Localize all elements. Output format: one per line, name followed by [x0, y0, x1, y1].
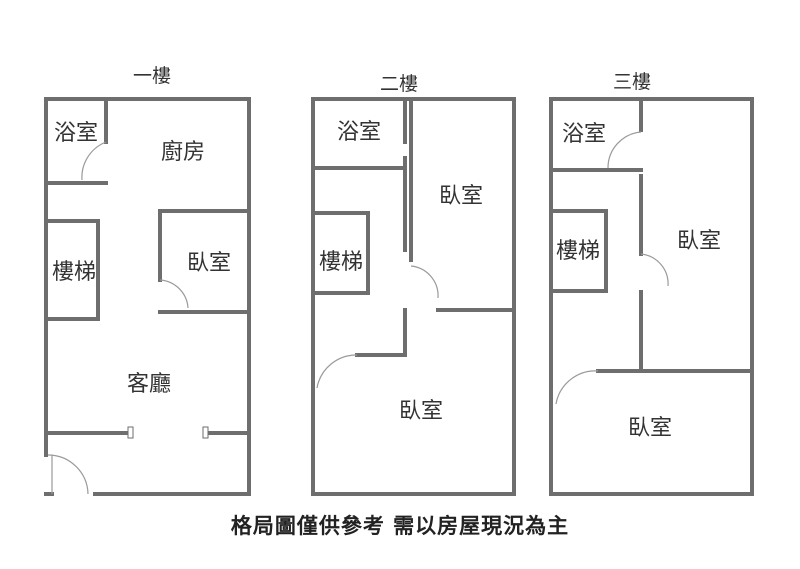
floor-1-outer-wall: [44, 97, 251, 496]
floor-1-kitchen-label: 廚房: [161, 140, 205, 165]
floor-1-bath-label: 浴室: [54, 121, 98, 146]
floor-2-stairs-box: [311, 211, 370, 295]
floor-3-stairs-label: 樓梯: [556, 239, 600, 264]
floor-1-bedroom-wall: [158, 209, 251, 282]
floor-1-plan: 一樓 浴室 廚房 樓梯 臥室 客廳: [44, 65, 251, 496]
floor-1-door-jamb-right: [202, 426, 209, 439]
floor-2-bedroom-a-label: 臥室: [439, 184, 483, 209]
floor-1-stairs-box: [44, 219, 100, 321]
floor-1-bedroom-door: [159, 279, 189, 309]
floor-3-plan: 三樓 浴室 樓梯 臥室 臥室: [549, 71, 754, 496]
floor-2-bedroom-b-wall: [355, 308, 407, 357]
floor-3-stairs-box: [549, 209, 608, 293]
disclaimer-footnote: 格局圖僅供參考 需以房屋現況為主: [230, 514, 570, 538]
floor-3-bath-door: [607, 131, 642, 169]
floor-2-bath-label: 浴室: [337, 120, 381, 145]
floor-3-label: 三樓: [613, 71, 651, 93]
floor-2-label: 二樓: [380, 73, 418, 95]
floor-1-door-jamb-left: [127, 426, 134, 439]
floor-3-bedroom-a-door: [640, 253, 669, 287]
floor-1-living-label: 客廳: [127, 372, 171, 397]
floor-2-bedroom-a-door: [410, 265, 439, 299]
floor-1-bath-door: [81, 141, 107, 181]
floor-1-stairs-label: 樓梯: [52, 260, 96, 285]
floor-3-outer-wall: [549, 97, 754, 496]
floor-1-label: 一樓: [133, 65, 171, 87]
floor-3-bedroom-b-label: 臥室: [628, 416, 672, 441]
floor-2-bedroom-b-door: [316, 354, 358, 389]
floor-2-outer-wall: [311, 97, 516, 496]
floor-2-plan: 二樓 浴室 臥室 樓梯 臥室: [311, 73, 516, 496]
floor-3-bath-label: 浴室: [562, 122, 606, 147]
floor-2-stairs-label: 樓梯: [319, 250, 363, 275]
floor-1-bedroom-label: 臥室: [187, 251, 231, 276]
floor-3-bedroom-a-label: 臥室: [677, 229, 721, 254]
floor-1-entrance-door: [47, 454, 89, 495]
floor-2-bedroom-b-label: 臥室: [399, 399, 443, 424]
floor-3-bedroom-b-door: [555, 370, 599, 405]
